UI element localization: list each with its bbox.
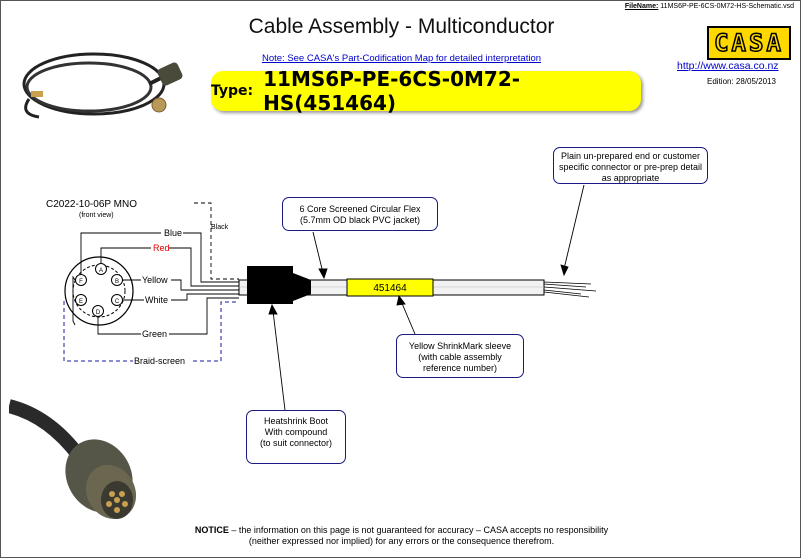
codification-map-link[interactable]: Note: See CASA's Part-Codification Map f… (261, 53, 542, 64)
connector-face (64, 256, 134, 326)
wire-label-white: White (145, 295, 168, 305)
pin-d: D (92, 305, 104, 317)
pin-e: E (75, 294, 87, 306)
black-wire (194, 202, 239, 280)
pin-f: F (75, 274, 87, 286)
connector-view-note: (front view) (79, 212, 114, 219)
wire-label-braid: Braid-screen (134, 356, 185, 366)
callout-cable-spec: 6 Core Screened Circular Flex (5.7mm OD … (282, 197, 438, 231)
svg-text:F: F (79, 279, 83, 285)
svg-text:B: B (115, 279, 119, 285)
callout-arrows (268, 184, 585, 411)
heatshrink-boot (247, 266, 293, 304)
svg-text:A: A (99, 268, 103, 274)
casa-logo: CASA (707, 26, 791, 60)
wire-label-green: Green (142, 329, 167, 339)
pin-a: A (95, 263, 107, 275)
connector-photo (9, 399, 137, 520)
website-link[interactable]: http://www.casa.co.nz (677, 60, 779, 72)
connector-part-number: C2022-10-06P MNO (46, 199, 137, 210)
callout-sleeve: Yellow ShrinkMark sleeve (with cable ass… (396, 334, 524, 378)
type-banner: Type: 11MS6P-PE-6CS-0M72-HS(451464) (211, 67, 641, 115)
pin-b: B (111, 274, 123, 286)
shrinkmark-sleeve (346, 278, 434, 297)
type-label: Type: (211, 83, 254, 99)
braid-screen-wire-2 (193, 301, 239, 362)
disclaimer-notice: NOTICE – the information on this page is… (194, 525, 609, 546)
cable-photo (22, 52, 183, 119)
callout-plain-end: Plain un-prepared end or customer specif… (553, 147, 708, 184)
page-title: Cable Assembly - Multiconductor (248, 15, 555, 38)
filename: FileName: 11MS6P-PE-6CS-0M72-HS-Schemati… (624, 3, 794, 10)
wire-label-black: Black (211, 224, 229, 231)
svg-text:C: C (115, 299, 120, 305)
pin-c: C (111, 294, 123, 306)
svg-text:D: D (96, 310, 101, 316)
wire-label-blue: Blue (164, 228, 182, 238)
conductor-wires (72, 232, 239, 335)
type-code: 11MS6P-PE-6CS-0M72-HS(451464) (263, 67, 521, 115)
braid-screen-wire (63, 301, 133, 362)
edition-date: Edition: 28/05/2013 (707, 77, 776, 86)
plain-end-wires (543, 281, 597, 298)
callout-heatshrink-boot: Heatshrink Boot With compound (to suit c… (246, 410, 346, 464)
svg-text:E: E (79, 299, 83, 305)
wire-label-yellow: Yellow (142, 275, 168, 285)
sleeve-text: 451464 (373, 283, 407, 294)
wire-label-red: Red (153, 243, 170, 253)
